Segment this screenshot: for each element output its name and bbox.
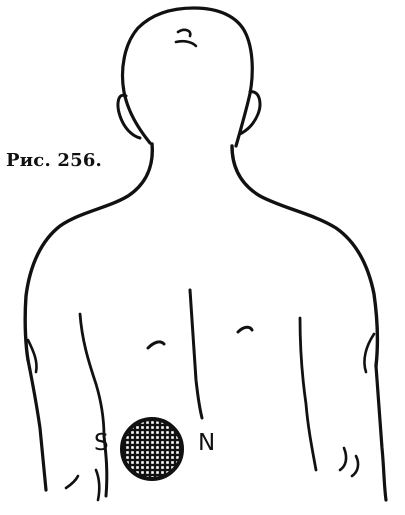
left-hand-mark [66,476,78,488]
figure-caption: Рис. 256. [6,150,102,171]
right-arm-inner [300,318,316,470]
left-shoulder-outline [25,144,152,360]
right-elbow-detail [340,448,358,476]
right-scapula [238,327,252,332]
left-waist-detail [96,470,99,500]
north-pole-label: N [198,432,215,455]
hair-swirl [176,30,196,46]
right-arm-outer [376,366,386,500]
head-outline [123,8,253,146]
right-shoulder-outline [232,146,377,366]
left-arm-outer [28,360,46,490]
spine-line [190,290,202,418]
left-ear [118,95,140,138]
left-arm-inner [80,314,104,436]
south-pole-label: S [94,432,109,455]
right-armpit-fold [364,334,374,372]
magnet-disc [122,419,182,479]
left-scapula [148,342,164,348]
